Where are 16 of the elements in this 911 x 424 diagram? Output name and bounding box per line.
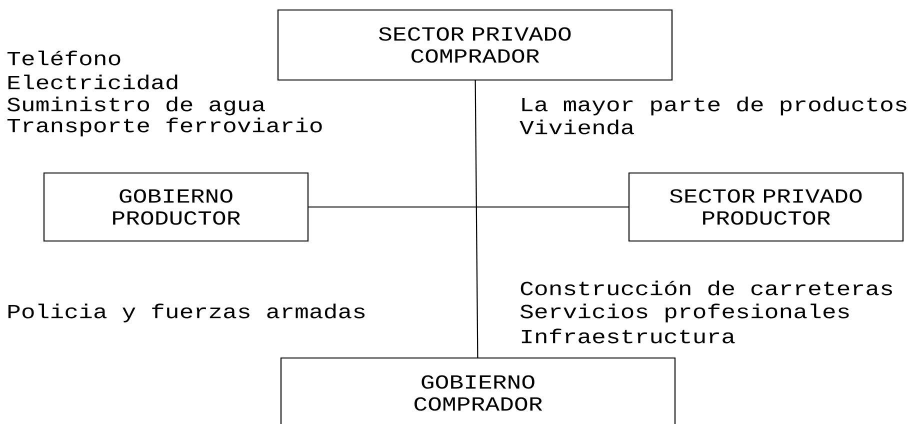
list-item: Transporte ferroviario xyxy=(7,118,322,136)
box: GOBIERNO PRODUCTOR xyxy=(43,172,309,242)
list-item: Infraestructura xyxy=(522,328,735,344)
list-item: Policia y fuerzas armadas xyxy=(8,304,365,322)
connector-line xyxy=(308,206,628,208)
list-item: La mayor parte de productos xyxy=(522,96,906,116)
box: SECTOR PRIVADO COMPRADOR xyxy=(277,9,673,81)
list-item: Construcción de carreteras xyxy=(520,280,892,296)
connector-line xyxy=(474,80,478,358)
list-item: Servicios profesionales xyxy=(520,304,849,322)
box: SECTOR PRIVADO PRODUCTOR xyxy=(628,172,904,242)
list-item: Vivienda xyxy=(520,120,634,134)
list-item: Electricidad xyxy=(8,74,178,90)
list-item: Suministro de agua xyxy=(7,96,265,116)
list-item: Teléfono xyxy=(7,50,120,66)
box: GOBIERNO COMPRADOR xyxy=(280,357,676,424)
